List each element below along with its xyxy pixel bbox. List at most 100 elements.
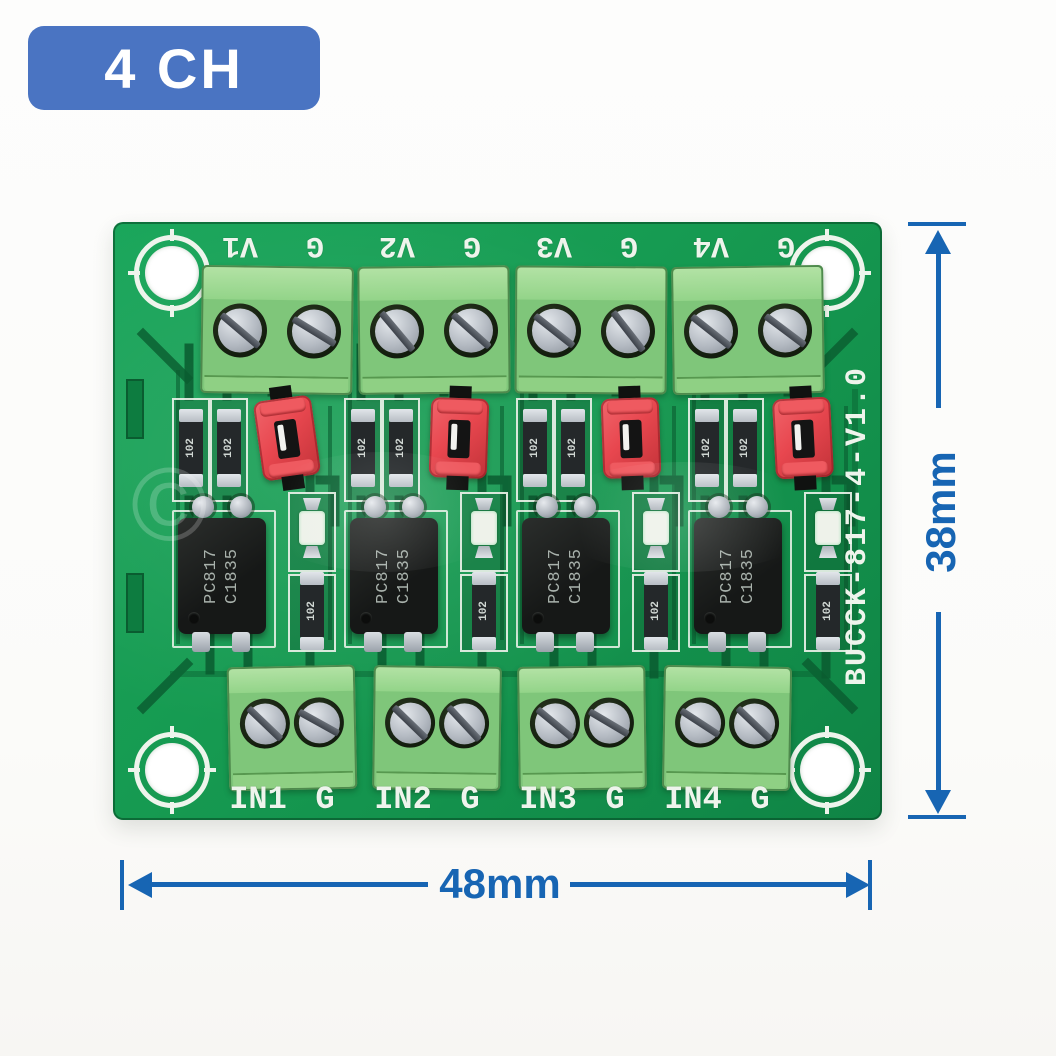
resistor-marking: 102 xyxy=(223,438,235,458)
silkscreen-label-g-bottom: G xyxy=(595,782,635,816)
terminal-screw xyxy=(389,702,431,744)
hole-tick xyxy=(825,802,829,814)
resistor-body: 102 xyxy=(561,422,585,474)
terminal-screw xyxy=(763,308,808,353)
silkscreen-label-in4: IN4 xyxy=(651,782,735,816)
board-model-text: BUCCK-817-4-V1.0 xyxy=(840,326,876,726)
resistor-cap xyxy=(300,637,324,650)
terminal-block-top xyxy=(671,265,825,395)
terminal-screw xyxy=(244,703,286,745)
screw-well xyxy=(213,303,268,358)
silkscreen-label-v2: V2 xyxy=(365,228,429,262)
resistor-cap xyxy=(695,409,719,422)
silkscreen-label-v3: V3 xyxy=(522,228,586,262)
resistor-marking: 102 xyxy=(739,438,751,458)
silkscreen-label-g-bottom: G xyxy=(740,782,780,816)
resistor-marking: 102 xyxy=(650,601,662,621)
width-dimension-line-left xyxy=(150,882,428,887)
terminal-top-face xyxy=(359,267,507,301)
resistor-cap xyxy=(816,572,840,585)
screw-well xyxy=(439,698,490,749)
height-dimension-tick-top xyxy=(908,222,966,226)
height-dimension-label: 38mm xyxy=(921,452,961,572)
screw-well xyxy=(293,697,344,748)
jumper-body xyxy=(772,397,834,480)
optocoupler-marking-line: PC817 xyxy=(545,548,566,604)
optocoupler-marking-line: C1835 xyxy=(222,548,243,604)
led-terminal xyxy=(819,546,837,558)
screw-slot xyxy=(533,313,576,349)
optocoupler-pin xyxy=(708,632,726,652)
screw-slot xyxy=(763,313,806,348)
screw-slot xyxy=(679,707,720,737)
smd-resistor: 102 xyxy=(644,572,668,650)
resistor-cap xyxy=(644,572,668,585)
screw-slot xyxy=(379,310,416,352)
jumper-slot-highlight xyxy=(451,424,458,450)
screw-well xyxy=(729,698,780,749)
watermark-blur xyxy=(253,452,513,572)
screw-well xyxy=(758,303,813,358)
width-dimension-tick-right xyxy=(868,860,872,910)
resistor-cap xyxy=(561,409,585,422)
resistor-body: 102 xyxy=(644,585,668,637)
resistor-body: 102 xyxy=(523,422,547,474)
silkscreen-label-g-top: G xyxy=(295,228,335,262)
terminal-screw xyxy=(679,702,721,744)
smd-resistor-outline: 102 xyxy=(632,574,680,652)
optocoupler-pin xyxy=(404,632,422,652)
resistor-marking: 102 xyxy=(185,438,197,458)
height-dimension-line-upper xyxy=(936,252,941,408)
optocoupler-pin xyxy=(232,632,250,652)
hole-tick xyxy=(170,802,174,814)
resistor-cap xyxy=(389,409,413,422)
screw-well xyxy=(239,698,290,749)
optocoupler-marking-line: C1835 xyxy=(566,548,587,604)
terminal-block-bottom xyxy=(372,665,502,791)
terminal-screw xyxy=(733,703,775,745)
hole-tick xyxy=(128,271,140,275)
resistor-marking: 102 xyxy=(822,601,834,621)
led-terminal xyxy=(819,498,837,510)
width-dimension-arrow-right xyxy=(846,872,870,898)
screw-well xyxy=(675,697,726,748)
optocoupler-chip: PC817C1835 xyxy=(178,518,266,634)
hole-tick xyxy=(859,271,871,275)
hole-tick xyxy=(825,305,829,317)
hole-tick xyxy=(128,768,140,772)
terminal-block-bottom xyxy=(517,665,647,791)
jumper-slot-highlight xyxy=(794,424,801,450)
smd-resistor: 102 xyxy=(816,572,840,650)
jumper-tab xyxy=(778,399,825,415)
optocoupler-pin xyxy=(364,632,382,652)
silkscreen-label-g-top: G xyxy=(452,228,492,262)
resistor-cap xyxy=(644,637,668,650)
screw-well xyxy=(601,304,655,358)
jumper-slot-highlight xyxy=(277,424,287,451)
pin1-dot xyxy=(188,612,200,624)
pin1-dot xyxy=(532,612,544,624)
smd-resistor: 102 xyxy=(217,409,241,487)
resistor-marking: 102 xyxy=(529,438,541,458)
terminal-screw xyxy=(218,308,263,353)
silkscreen-label-g-top: G xyxy=(609,228,649,262)
optocoupler-pin xyxy=(576,632,594,652)
resistor-cap xyxy=(816,637,840,650)
smd-resistor: 102 xyxy=(561,409,585,487)
terminal-screw xyxy=(298,702,340,744)
mounting-hole-opening xyxy=(800,743,854,797)
terminal-screw xyxy=(588,702,630,744)
resistor-body: 102 xyxy=(472,585,496,637)
optocoupler-marking: PC817C1835 xyxy=(545,548,588,604)
mounting-hole xyxy=(132,233,212,313)
resistor-cap xyxy=(351,409,375,422)
screw-well xyxy=(530,698,581,749)
jumper-slot xyxy=(447,420,470,459)
resistor-marking: 102 xyxy=(567,438,579,458)
smd-resistor: 102 xyxy=(300,572,324,650)
terminal-screw xyxy=(606,309,651,354)
hole-tick xyxy=(825,726,829,738)
terminal-screw xyxy=(534,703,576,745)
silkscreen-label-g-bottom: G xyxy=(450,782,490,816)
silkscreen-label-g-bottom: G xyxy=(305,782,345,816)
